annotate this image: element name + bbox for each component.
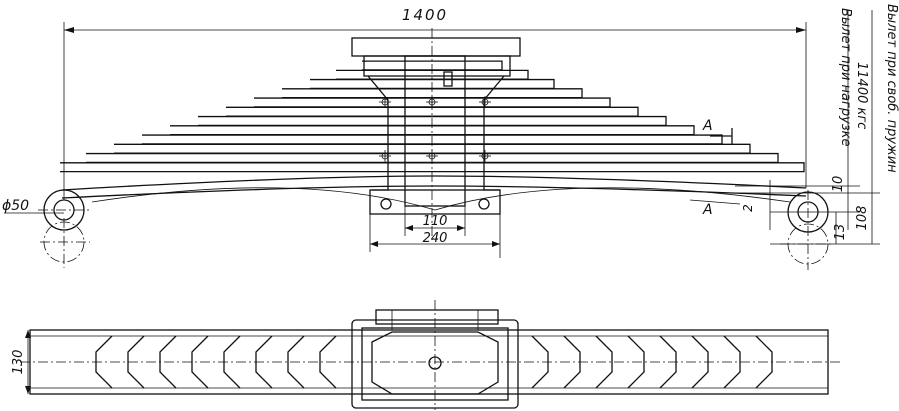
leaf-end-chevron xyxy=(191,335,209,389)
leaf-end-chevron xyxy=(531,335,549,389)
offset-13-label: 13 xyxy=(833,224,848,241)
overall-length-dimension: 1400 xyxy=(63,6,807,200)
leaf-end-chevron xyxy=(223,335,241,389)
leaf-end-chevron xyxy=(755,335,773,389)
main-leaf xyxy=(61,175,807,211)
center-width-dimensions: 110 240 xyxy=(369,206,501,258)
overall-length-label: 1400 xyxy=(402,6,448,24)
leaf-end-chevron xyxy=(691,335,709,389)
gap-2-label: 2 xyxy=(741,204,755,212)
leaf-end-chevron xyxy=(595,335,613,389)
leaf-end-chevron xyxy=(95,335,113,389)
loaded-deflection-line2: 11400 кгс xyxy=(854,62,869,129)
offset-108-label: 108 xyxy=(855,206,870,231)
leaf-end-chevron xyxy=(627,335,645,389)
spring-width-dimension: 130 xyxy=(11,330,31,394)
center-width-label: 110 xyxy=(423,214,448,229)
spring-width-label: 130 xyxy=(11,350,26,375)
leaf-end-chevron xyxy=(563,335,581,389)
section-a-top-label: A xyxy=(702,118,713,134)
bolt-markers xyxy=(379,96,491,162)
leaf-end-chevron xyxy=(127,335,145,389)
free-spring-deflection-label: Вылет при своб. пружин xyxy=(884,4,899,173)
leaf-end-chevron xyxy=(159,335,177,389)
leaf-end-chevron xyxy=(319,335,337,389)
center-clamp xyxy=(351,28,521,240)
leaf-end-chevron xyxy=(287,335,305,389)
left-spring-eye xyxy=(38,189,92,268)
eye-diameter-dimension: ϕ50 xyxy=(2,198,64,214)
leaf-ends-plan xyxy=(95,335,773,389)
leaf-end-chevron xyxy=(723,335,741,389)
leaf-end-chevron xyxy=(659,335,677,389)
offset-10-label: 10 xyxy=(831,176,846,193)
section-a-markers: A A xyxy=(689,118,741,218)
seat-width-label: 240 xyxy=(423,231,448,246)
section-a-bottom-label: A xyxy=(702,202,713,218)
plan-view xyxy=(20,300,840,410)
loaded-deflection-line1: Вылет при нагрузке xyxy=(838,8,853,147)
right-vertical-dimensions: 13 108 10 2 Вылет при нагрузке 11400 кгс… xyxy=(735,4,899,245)
leaf-end-chevron xyxy=(255,335,273,389)
eye-diameter-label: ϕ50 xyxy=(2,198,29,214)
